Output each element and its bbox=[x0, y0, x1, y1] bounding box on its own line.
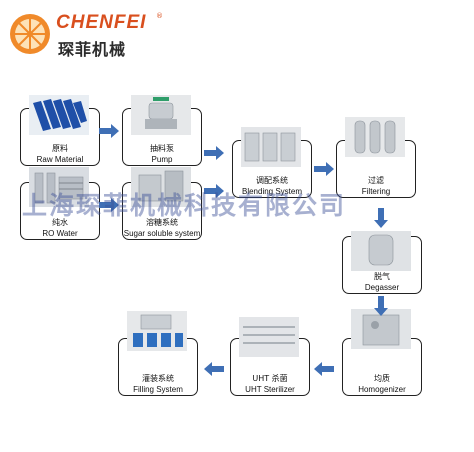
arrow-degasser-to-homogenizer bbox=[374, 296, 388, 316]
step-label-cn: 抽料泵 bbox=[150, 144, 174, 153]
step-label-en: Degasser bbox=[364, 283, 400, 292]
ro-water-photo-icon bbox=[29, 167, 89, 207]
step-label-en: Blending System bbox=[241, 187, 303, 196]
step-label-en: Filtering bbox=[361, 187, 391, 196]
step-label-en: Filling System bbox=[133, 385, 183, 394]
step-uht-sterilizer: UHT 杀菌 UHT Sterilizer bbox=[230, 317, 310, 396]
step-filling-system: 灌装系统 Filling System bbox=[118, 311, 198, 396]
step-label-cn: 均质 bbox=[374, 374, 390, 383]
step-label-cn: 调配系统 bbox=[256, 176, 288, 185]
step-label-cn: UHT 杀菌 bbox=[252, 374, 288, 383]
blending-system-photo-icon bbox=[241, 127, 301, 167]
step-label-cn: 溶糖系统 bbox=[146, 218, 178, 227]
orange-slice-logo-icon bbox=[10, 14, 50, 54]
step-blending-system: 调配系统 Blending System bbox=[232, 127, 312, 198]
step-label-en: UHT Sterilizer bbox=[245, 385, 295, 394]
step-label-en: Raw Material bbox=[36, 155, 84, 164]
sugar-soluble-photo-icon bbox=[131, 167, 191, 207]
arrow-homogenizer-to-uht bbox=[314, 362, 334, 376]
step-ro-water: 纯水 RO Water bbox=[20, 167, 100, 240]
step-label-cn: 灌装系统 bbox=[142, 374, 174, 383]
filtering-photo-icon bbox=[345, 117, 405, 157]
company-logo: CHENFEI ® 琛菲机械 bbox=[8, 8, 168, 60]
step-label-en: Pump bbox=[151, 155, 173, 164]
brand-name-cn: 琛菲机械 bbox=[58, 40, 127, 59]
step-label-en: Sugar soluble system bbox=[123, 229, 201, 238]
registered-mark: ® bbox=[156, 12, 163, 20]
step-label-cn: 过滤 bbox=[368, 176, 384, 185]
brand-name-en: CHENFEI bbox=[56, 12, 147, 33]
step-label-en: Homogenizer bbox=[358, 385, 406, 394]
raw-material-photo-icon bbox=[29, 95, 89, 135]
degasser-photo-icon bbox=[351, 231, 411, 271]
pump-photo-icon bbox=[131, 95, 191, 135]
step-homogenizer: 均质 Homogenizer bbox=[342, 309, 422, 396]
arrow-ro-to-sugar bbox=[99, 198, 119, 212]
step-degasser: 脱气 Degasser bbox=[342, 231, 422, 294]
arrow-raw-to-pump bbox=[99, 124, 119, 138]
step-label-cn: 纯水 bbox=[52, 218, 68, 227]
arrow-sugar-to-blending bbox=[204, 184, 224, 198]
step-sugar-soluble-system: 溶糖系统 Sugar soluble system bbox=[122, 167, 202, 240]
step-label-en: RO Water bbox=[42, 229, 78, 238]
filling-system-photo-icon bbox=[127, 311, 187, 351]
step-filtering: 过滤 Filtering bbox=[336, 117, 416, 198]
step-pump: 抽料泵 Pump bbox=[122, 95, 202, 166]
step-raw-material: 原料 Raw Material bbox=[20, 95, 100, 166]
arrow-filtering-to-degasser bbox=[374, 208, 388, 228]
arrow-blending-to-filtering bbox=[314, 162, 334, 176]
step-label-cn: 原料 bbox=[52, 144, 68, 153]
arrow-pump-to-blending bbox=[204, 146, 224, 160]
arrow-uht-to-filling bbox=[204, 362, 224, 376]
uht-sterilizer-photo-icon bbox=[239, 317, 299, 357]
step-label-cn: 脱气 bbox=[374, 272, 390, 281]
